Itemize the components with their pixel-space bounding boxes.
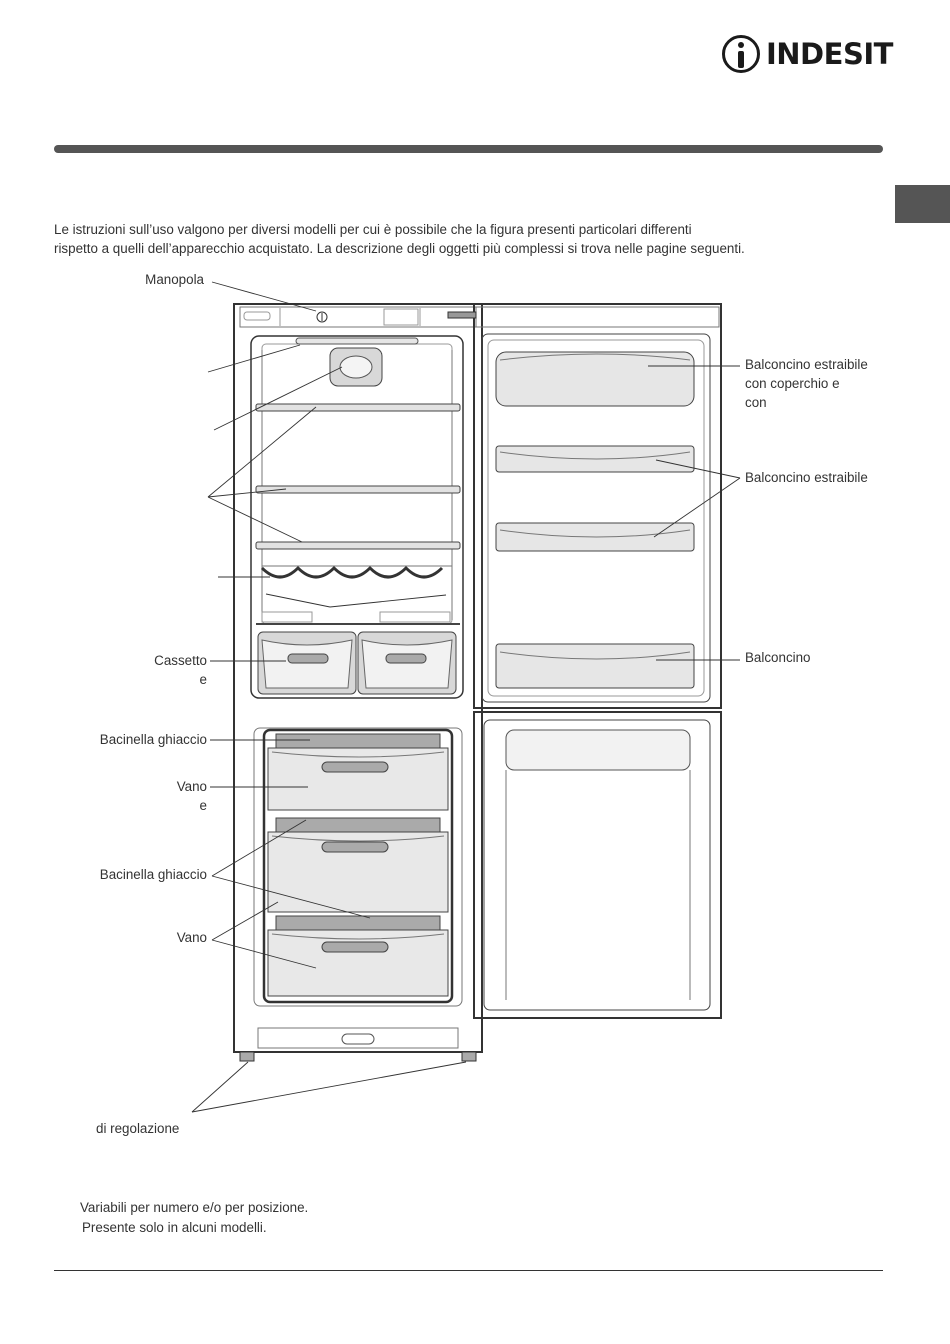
label-vano-1-e: e bbox=[199, 798, 207, 813]
brand-name: INDESIT bbox=[766, 37, 893, 71]
freezer-drawer-3 bbox=[267, 929, 449, 997]
foot-right bbox=[461, 1051, 477, 1062]
label-bacinella-1: Bacinella ghiaccio bbox=[99, 732, 207, 747]
fridge-compartment bbox=[250, 335, 464, 699]
fridge-door bbox=[473, 303, 722, 709]
door-bin-4 bbox=[495, 643, 695, 689]
header-rule bbox=[54, 145, 883, 153]
label-balconcino-2: Balconcino estraibile bbox=[745, 470, 868, 485]
shelf-3 bbox=[255, 541, 461, 550]
freezer-compartment bbox=[253, 727, 463, 1007]
intro-line-2: rispetto a quelli dell’apparecchio acqui… bbox=[54, 241, 745, 256]
door-bin-1 bbox=[495, 351, 695, 407]
shelf-1 bbox=[255, 403, 461, 412]
ice-tray-3 bbox=[275, 915, 441, 931]
brand-logo-icon bbox=[722, 35, 760, 73]
label-balconcino-1-line2: con coperchio e bbox=[745, 376, 840, 391]
ice-tray-2 bbox=[275, 817, 441, 833]
brand-logo: INDESIT bbox=[722, 32, 893, 76]
label-vano-2: Vano bbox=[176, 930, 207, 945]
thermostat-knob-icon bbox=[316, 311, 328, 323]
label-balconcino-3: Balconcino bbox=[745, 650, 811, 665]
label-vano-1: Vano bbox=[176, 779, 207, 794]
foot-left bbox=[239, 1051, 255, 1062]
footnote-1: Variabili per numero e/o per posizione. bbox=[80, 1200, 309, 1215]
label-balconcino-1-line1: Balconcino estraibile bbox=[745, 357, 868, 372]
label-regolazione: di regolazione bbox=[96, 1121, 180, 1136]
bottle-rack bbox=[260, 565, 444, 579]
freezer-drawer-1 bbox=[267, 747, 449, 811]
control-panel bbox=[239, 306, 477, 328]
shelf-2 bbox=[255, 485, 461, 494]
label-manopola: Manopola bbox=[145, 272, 204, 287]
intro-text: Le istruzioni sull’uso valgono per diver… bbox=[54, 220, 884, 258]
language-tab bbox=[895, 185, 950, 223]
label-balconcino-1-line3: con bbox=[745, 395, 767, 410]
label-cassetto: Cassetto bbox=[154, 653, 207, 668]
ice-tray-1 bbox=[275, 733, 441, 749]
freezer-door bbox=[473, 711, 722, 1019]
base-grille bbox=[257, 1027, 459, 1049]
label-cassetto-e: e bbox=[199, 672, 207, 687]
intro-line-1: Le istruzioni sull’uso valgono per diver… bbox=[54, 222, 692, 237]
footer-rule bbox=[54, 1270, 883, 1271]
footnote-2: Presente solo in alcuni modelli. bbox=[82, 1220, 267, 1235]
label-bacinella-2: Bacinella ghiaccio bbox=[99, 867, 207, 882]
